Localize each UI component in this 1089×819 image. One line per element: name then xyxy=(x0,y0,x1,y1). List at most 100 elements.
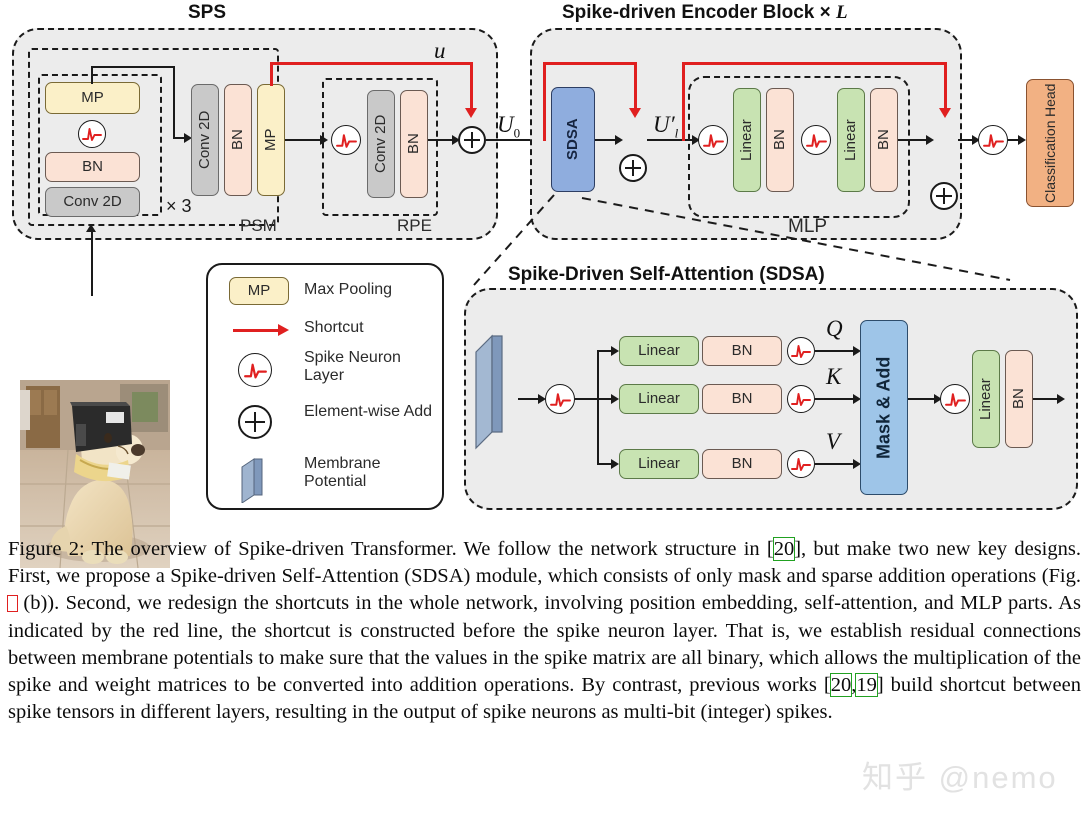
caption-seg5: ] build shortcut between spike tensors i… xyxy=(8,674,1081,724)
ul-prime-label: U′l xyxy=(653,112,679,141)
mlp-label: MLP xyxy=(788,216,828,237)
mlp-to-add-line xyxy=(898,139,928,141)
sdsa-membrane-slab-icon xyxy=(472,330,516,450)
sps-inner-to-conv-h xyxy=(173,137,185,139)
add2-out-line xyxy=(958,139,974,141)
head-line2: Head xyxy=(1041,83,1058,117)
rpe-to-add-line xyxy=(428,139,454,141)
sdsa-in-arrow xyxy=(538,394,546,404)
maskadd-out-arrow xyxy=(934,394,942,404)
enc-shortcut1-arrow xyxy=(629,108,641,118)
sdsa-k-label: K xyxy=(826,364,842,389)
sdsa-branch-q-arrow xyxy=(611,346,619,356)
u0-label: U0 xyxy=(497,112,521,141)
enc-shortcut2-arrow xyxy=(939,108,951,118)
sdsa-branch-k-line xyxy=(597,398,613,400)
sdsa-v-out-line xyxy=(815,463,855,465)
spike-neuron-icon xyxy=(940,384,970,414)
sps-inner-down-v xyxy=(173,66,175,138)
classification-head-block: Classification Head xyxy=(1026,79,1074,207)
sdsa-panel-title: Spike-Driven Self-Attention (SDSA) xyxy=(508,264,825,285)
spike-to-head-line xyxy=(1008,139,1020,141)
element-wise-add-icon xyxy=(930,182,958,210)
watermark: 知乎 @nemo xyxy=(862,760,1058,795)
sdsa-leader-lines xyxy=(473,194,1011,286)
input-image-photo xyxy=(20,380,170,568)
sdsa-q-out-line xyxy=(815,350,855,352)
sdsa-panel-out-line xyxy=(1033,398,1059,400)
sdsa-block: SDSA xyxy=(551,87,595,192)
spike-neuron-icon xyxy=(78,120,106,148)
sdsa-panel-out-arrow xyxy=(1057,394,1065,404)
legend-label-shortcut: Shortcut xyxy=(304,319,364,336)
caption-seg2: ], but make two new key designs. First, … xyxy=(8,538,1081,588)
photo-to-sps-arrow xyxy=(86,224,96,232)
sdsa-branch-v-line xyxy=(597,463,613,465)
mlp-linear-block-1: Linear xyxy=(733,88,761,192)
sdsa-to-add-arrow xyxy=(615,135,623,145)
spike-neuron-icon xyxy=(801,125,831,155)
caption-seg1: The overview of Spike-driven Transformer… xyxy=(84,538,774,560)
sdsa-bn-v: BN xyxy=(702,449,782,479)
spike-neuron-icon xyxy=(698,125,728,155)
encoder-title-times: × xyxy=(819,2,831,23)
legend-membrane-slab-icon xyxy=(238,455,272,503)
sps-inner-top-stub xyxy=(91,66,93,84)
citation-20-a[interactable]: 20 xyxy=(772,537,796,561)
sps-title: SPS xyxy=(188,2,227,23)
sdsa-q-label: Q xyxy=(826,316,843,341)
rpe-conv-block: Conv 2D xyxy=(367,90,395,198)
sdsa-fan-line xyxy=(575,398,599,400)
legend-shortcut-arrow-icon xyxy=(278,324,289,336)
psm-repeat-label: × 3 xyxy=(166,196,192,216)
enc-shortcut2-down xyxy=(944,62,947,110)
mlp-container xyxy=(688,76,910,218)
legend-mp-block: MP xyxy=(229,277,289,305)
sps-inner-mp-block: MP xyxy=(45,82,140,114)
mlp-linear-block-2: Linear xyxy=(837,88,865,192)
mlp-bn-block-1: BN xyxy=(766,88,794,192)
sdsa-linear-k: Linear xyxy=(619,384,699,414)
legend-label-max-pooling: Max Pooling xyxy=(304,281,393,298)
psm-label: PSM xyxy=(240,216,277,235)
sps-inner-top-h xyxy=(91,66,175,68)
sps-inner-bn-block: BN xyxy=(45,152,140,182)
sdsa-branch-k-arrow xyxy=(611,394,619,404)
citation-20-b[interactable]: 20 xyxy=(829,673,853,698)
legend-label-membrane-potential: Membrane Potential xyxy=(304,455,381,490)
add1-out-arrow xyxy=(692,135,700,145)
sdsa-k-out-arrow xyxy=(853,394,861,404)
enc-shortcut2-top xyxy=(682,62,947,65)
psm-to-spike-arrow xyxy=(320,135,328,145)
sdsa-linear-q: Linear xyxy=(619,336,699,366)
sdsa-in-line xyxy=(518,398,540,400)
sdsa-tail-bn: BN xyxy=(1005,350,1033,448)
encoder-block-title: Spike-driven Encoder Block × L xyxy=(562,2,848,24)
spike-neuron-icon xyxy=(545,384,575,414)
enc-shortcut1-down xyxy=(634,62,637,110)
legend-label-element-wise-add: Element-wise Add xyxy=(304,403,433,420)
sps-shortcut-down xyxy=(470,62,473,110)
rpe-label: RPE xyxy=(397,216,432,235)
citation-19[interactable]: 19 xyxy=(855,673,878,698)
citation-figref-missing[interactable] xyxy=(7,595,18,613)
spike-neuron-icon xyxy=(787,337,815,365)
spike-neuron-icon xyxy=(787,385,815,413)
sdsa-bn-q: BN xyxy=(702,336,782,366)
sdsa-v-out-arrow xyxy=(853,459,861,469)
element-wise-add-icon xyxy=(458,126,486,154)
psm-mp-block: MP xyxy=(257,84,285,196)
caption-seg3: (b)). Second, we redesign the shortcuts … xyxy=(8,592,1081,697)
sps-out-line xyxy=(486,139,542,141)
figure-caption: Figure 2: The overview of Spike-driven T… xyxy=(7,536,1081,726)
membrane-u-label: u xyxy=(434,38,446,63)
legend-container: MP Max Pooling Shortcut Spike Neuron Lay… xyxy=(206,263,444,510)
rpe-to-add-arrow xyxy=(452,135,460,145)
sps-shortcut-arrow xyxy=(465,108,477,118)
add2-out-arrow xyxy=(972,135,980,145)
legend-element-wise-add-icon xyxy=(238,405,272,439)
element-wise-add-icon xyxy=(619,154,647,182)
psm-to-spike-line xyxy=(285,139,321,141)
sps-inner-conv-block: Conv 2D xyxy=(45,187,140,217)
sdsa-branch-v-arrow xyxy=(611,459,619,469)
